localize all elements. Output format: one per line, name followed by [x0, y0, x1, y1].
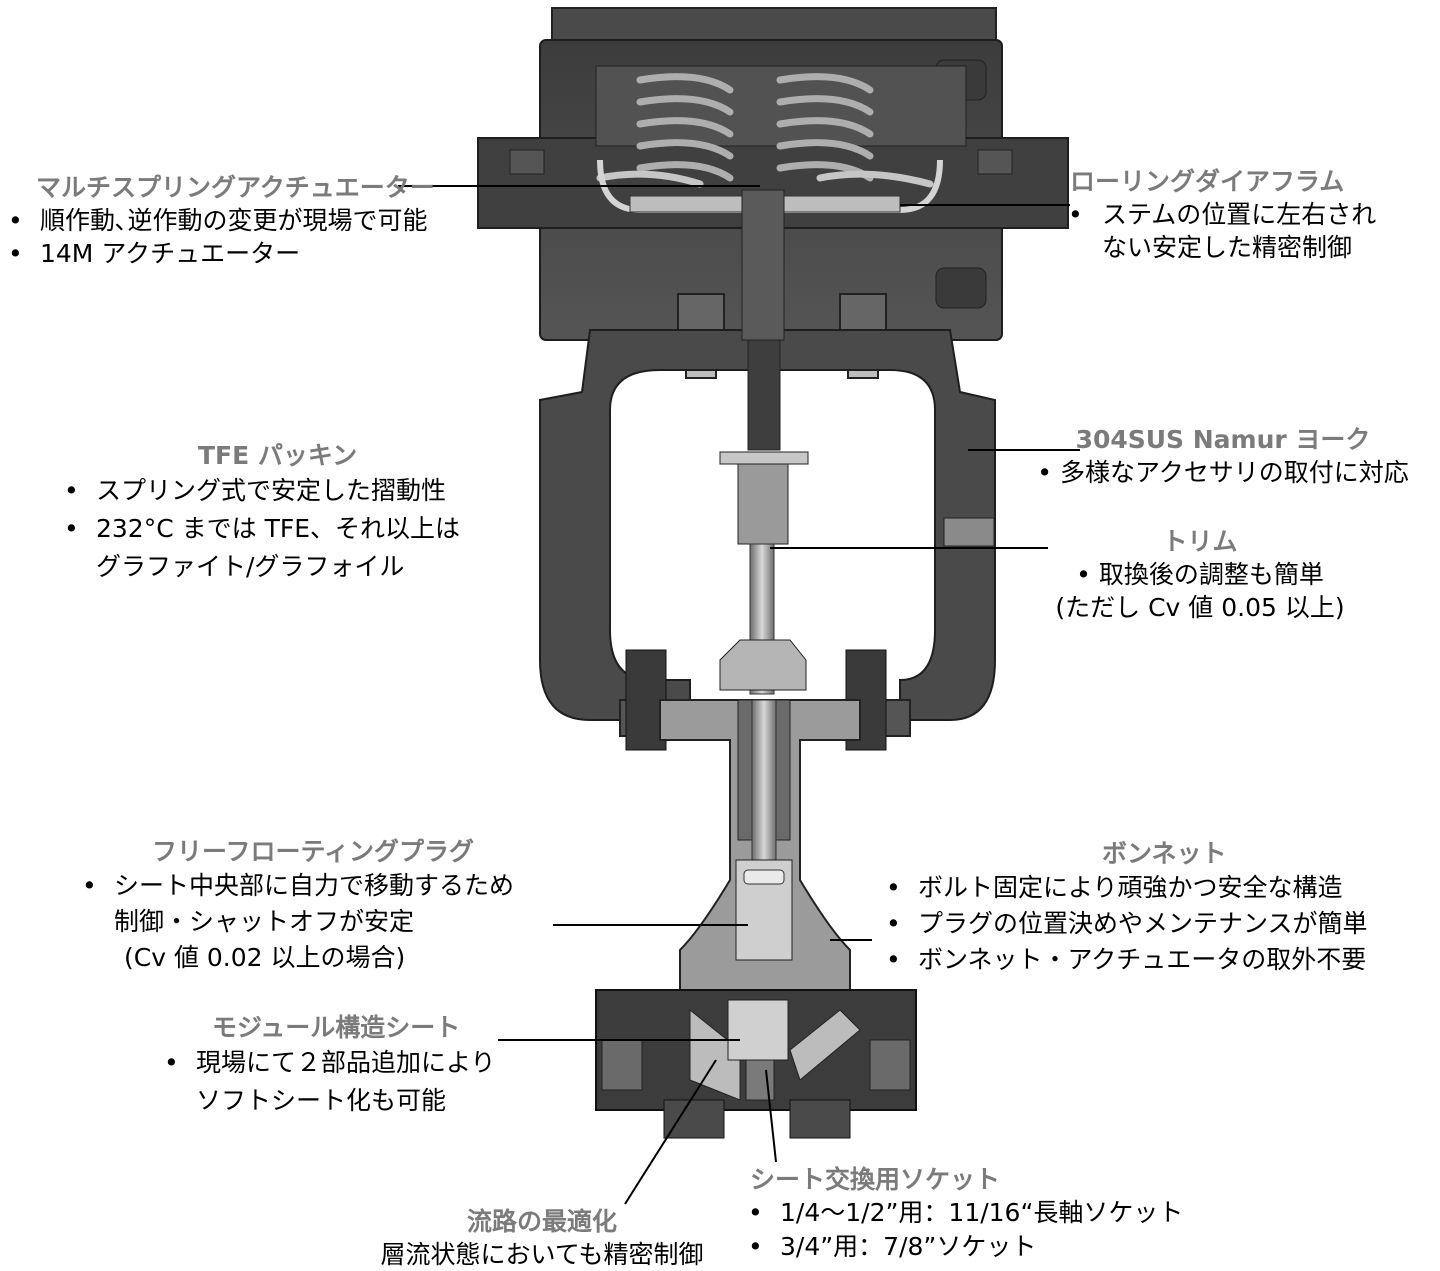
callout-bullet: ボンネット・アクチュエータの取外不要: [886, 942, 1368, 978]
callout-bullet: 現場にて２部品追加により: [164, 1044, 496, 1082]
yoke: [539, 329, 996, 721]
callout-seat-socket: シート交換用ソケット 1/4～1/2”用：11/16“長軸ソケット 3/4”用：…: [748, 1164, 1183, 1264]
bonnet-neck: [659, 699, 861, 1001]
callout-free-floating-plug: フリーフローティングプラグ シート中央部に自力で移動するため 制御・シャットオフ…: [82, 836, 514, 976]
leader-lines: [398, 185, 1080, 1205]
callout-trim: トリム • 取換後の調整も簡単 (ただし Cv 値 0.05 以上): [1020, 526, 1380, 624]
callout-title: マルチスプリングアクチュエーター: [36, 173, 435, 202]
callout-bullet: 順作動､逆作動の変更が現場で可能: [8, 204, 435, 237]
leader-flow: [624, 1059, 717, 1205]
valve-body: [595, 989, 917, 1139]
callout-title: フリーフローティングプラグ: [152, 837, 475, 866]
callout-bullet: 3/4”用：7/8”ソケット: [748, 1230, 1183, 1264]
callout-bullet: 1/4～1/2”用：11/16“長軸ソケット: [748, 1196, 1183, 1230]
callout-title: トリム: [1162, 527, 1238, 556]
leader-socket: [765, 1069, 777, 1163]
callout-title: 304SUS Namur ヨーク: [1075, 425, 1371, 454]
callout-bullet: 14M アクチュエーター: [8, 237, 435, 270]
callout-modular-seat: モジュール構造シート 現場にて２部品追加により ソフトシート化も可能: [164, 1012, 496, 1120]
callout-title: 流路の最適化: [466, 1207, 617, 1236]
callout-bullet: ボルト固定により頑強かつ安全な構造: [886, 870, 1368, 906]
callout-yoke: 304SUS Namur ヨーク • 多様なアクセサリの取付に対応: [1008, 424, 1438, 489]
callout-continuation: ない安定した精密制御: [1102, 233, 1353, 262]
actuator-springs: [596, 73, 934, 188]
callout-bullet: スプリング式で安定した摺動性: [64, 472, 460, 510]
actuator-bolts: [677, 293, 887, 379]
callout-multispring-actuator: マルチスプリングアクチュエーター 順作動､逆作動の変更が現場で可能 14M アク…: [8, 172, 435, 270]
callout-text: 層流状態においても精密制御: [380, 1240, 704, 1269]
callout-title: ボンネット: [1102, 839, 1227, 868]
callout-bullet: プラグの位置決めやメンテナンスが簡単: [886, 906, 1368, 942]
callout-note: (ただし Cv 値 0.05 以上): [1055, 593, 1345, 622]
callout-rolling-diaphragm: ローリングダイアフラム ステムの位置に左右され ない安定した精密制御: [1068, 166, 1376, 264]
callout-bullet: • 多様なアクセサリの取付に対応: [1037, 458, 1409, 487]
callout-continuation: ソフトシート化も可能: [196, 1086, 447, 1115]
callout-note: (Cv 値 0.02 以上の場合): [124, 943, 406, 972]
callout-bullet-text: 多様なアクセサリの取付に対応: [1059, 458, 1409, 487]
callout-continuation: 制御・シャットオフが安定: [114, 907, 415, 936]
callout-title: ローリングダイアフラム: [1070, 167, 1345, 196]
callout-bullet: • 取換後の調整も簡単: [1076, 560, 1324, 589]
callout-bullet: シート中央部に自力で移動するため: [82, 868, 514, 904]
callout-bonnet: ボンネット ボルト固定により頑強かつ安全な構造 プラグの位置決めやメンテナンスが…: [886, 838, 1368, 978]
callout-bullet: 232°C までは TFE、それ以上は: [64, 510, 460, 548]
callout-title: TFE パッキン: [198, 441, 358, 470]
callout-title: モジュール構造シート: [212, 1013, 461, 1042]
callout-continuation: グラファイト/グラフォイル: [96, 552, 405, 581]
valve-stem: [719, 189, 809, 695]
callout-flow-path: 流路の最適化 層流状態においても精密制御: [362, 1206, 722, 1271]
callout-bullet: ステムの位置に左右され: [1068, 198, 1376, 231]
callout-title: シート交換用ソケット: [750, 1165, 1001, 1194]
callout-tfe-packing: TFE パッキン スプリング式で安定した摺動性 232°C までは TFE、それ…: [64, 440, 460, 586]
callout-bullet-text: 取換後の調整も簡単: [1098, 560, 1324, 589]
